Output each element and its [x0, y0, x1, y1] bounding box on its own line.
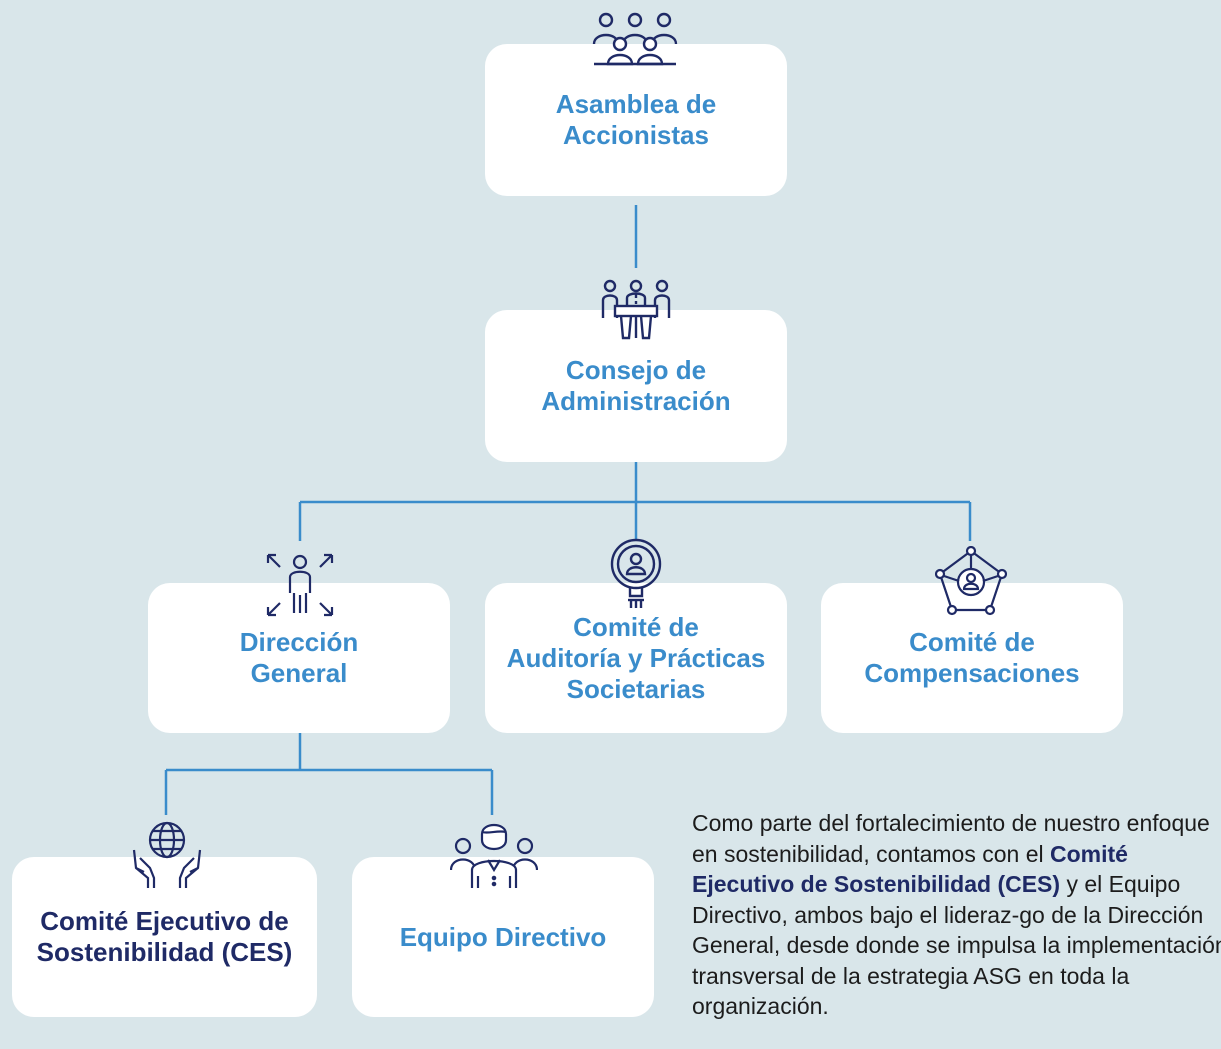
node-ces: Comité Ejecutivo de Sostenibilidad (CES)	[12, 857, 317, 1017]
node-compensaciones: Comité de Compensaciones	[821, 583, 1123, 733]
node-equipo-label: Equipo Directivo	[399, 921, 607, 952]
team-leader-icon	[450, 823, 538, 888]
board-meeting-icon	[601, 279, 671, 340]
globe-in-hands-icon	[132, 821, 202, 888]
executive-directions-icon	[266, 553, 334, 617]
node-asamblea-label: Asamblea de Accionistas	[555, 89, 717, 150]
note-text-1: Como parte del fortalecimiento de nuestr…	[692, 810, 1210, 867]
node-compensaciones-label: Comité de Compensaciones	[864, 627, 1080, 688]
network-person-icon	[935, 546, 1007, 616]
node-direccion-label: Dirección General	[239, 627, 359, 688]
note-text-2: y el Equipo Directivo, ambos bajo el lid…	[692, 871, 1221, 1019]
sustainability-note: Como parte del fortalecimiento de nuestr…	[692, 808, 1221, 1022]
node-auditoria-label: Comité de Auditoría y Prácticas Societar…	[506, 611, 766, 704]
magnifier-person-icon	[610, 538, 662, 608]
node-ces-label: Comité Ejecutivo de Sostenibilidad (CES)	[36, 906, 293, 967]
node-consejo-label: Consejo de Administración	[541, 355, 731, 416]
shareholders-group-icon	[592, 12, 678, 66]
note-bold-ces: Comité Ejecutivo de Sostenibilidad (CES)	[692, 840, 1128, 898]
node-asamblea: Asamblea de Accionistas	[485, 44, 787, 196]
